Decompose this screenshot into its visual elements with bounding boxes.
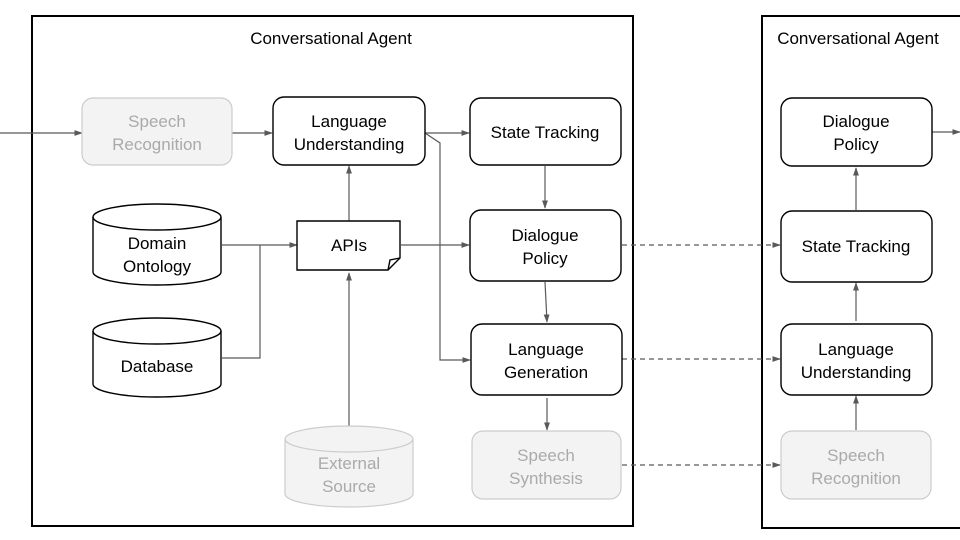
edge-database-to-apis bbox=[222, 245, 261, 359]
node-speech-synthesis: Speech Synthesis bbox=[471, 430, 622, 500]
node-language-generation: Language Generation bbox=[470, 323, 623, 396]
node-label-line: Source bbox=[322, 477, 376, 496]
node-label-line: Ontology bbox=[123, 257, 192, 276]
node-label-line: Speech bbox=[827, 446, 885, 465]
node-speech-recognition: Speech Recognition bbox=[81, 97, 233, 166]
node-label-line: Recognition bbox=[112, 135, 202, 154]
node-external-source: External Source bbox=[284, 425, 414, 508]
node-right-speech-recognition: Speech Recognition bbox=[780, 430, 932, 500]
edge-dp-to-lg bbox=[543, 281, 550, 323]
node-domain-ontology: Domain Ontology bbox=[92, 203, 222, 286]
node-state-tracking: State Tracking bbox=[469, 97, 622, 166]
node-apis: APIs bbox=[296, 220, 401, 271]
left-panel-title: Conversational Agent bbox=[250, 29, 412, 48]
right-panel-title: Conversational Agent bbox=[777, 29, 939, 48]
node-label-line: Speech bbox=[128, 112, 186, 131]
node-right-language-understanding: Language Understanding bbox=[780, 323, 933, 396]
node-label-line: Domain bbox=[128, 234, 187, 253]
node-language-understanding: Language Understanding bbox=[272, 96, 426, 166]
node-label-line: Recognition bbox=[811, 469, 901, 488]
node-label-line: Policy bbox=[833, 135, 879, 154]
node-label-line: Language bbox=[818, 340, 894, 359]
edge-lu-to-lg bbox=[424, 132, 471, 363]
node-label-line: Policy bbox=[522, 249, 568, 268]
node-label-line: Database bbox=[121, 357, 194, 376]
node-database: Database bbox=[92, 317, 222, 398]
node-label-line: Dialogue bbox=[511, 226, 578, 245]
node-dialogue-policy: Dialogue Policy bbox=[469, 209, 622, 282]
node-label-line: Language bbox=[508, 340, 584, 359]
node-label-line: APIs bbox=[331, 236, 367, 255]
node-label-line: Language bbox=[311, 112, 387, 131]
node-label-line: Synthesis bbox=[509, 469, 583, 488]
node-right-state-tracking: State Tracking bbox=[780, 210, 933, 283]
node-label-line: Speech bbox=[517, 446, 575, 465]
node-label-line: State Tracking bbox=[802, 237, 911, 256]
node-label-line: Generation bbox=[504, 363, 588, 382]
node-label-line: Dialogue bbox=[822, 112, 889, 131]
edges bbox=[0, 129, 960, 468]
node-label-line: Understanding bbox=[801, 363, 912, 382]
node-label-line: Understanding bbox=[294, 135, 405, 154]
node-label-line: External bbox=[318, 454, 380, 473]
node-label-line: State Tracking bbox=[491, 123, 600, 142]
node-right-dialogue-policy: Dialogue Policy bbox=[780, 97, 933, 167]
